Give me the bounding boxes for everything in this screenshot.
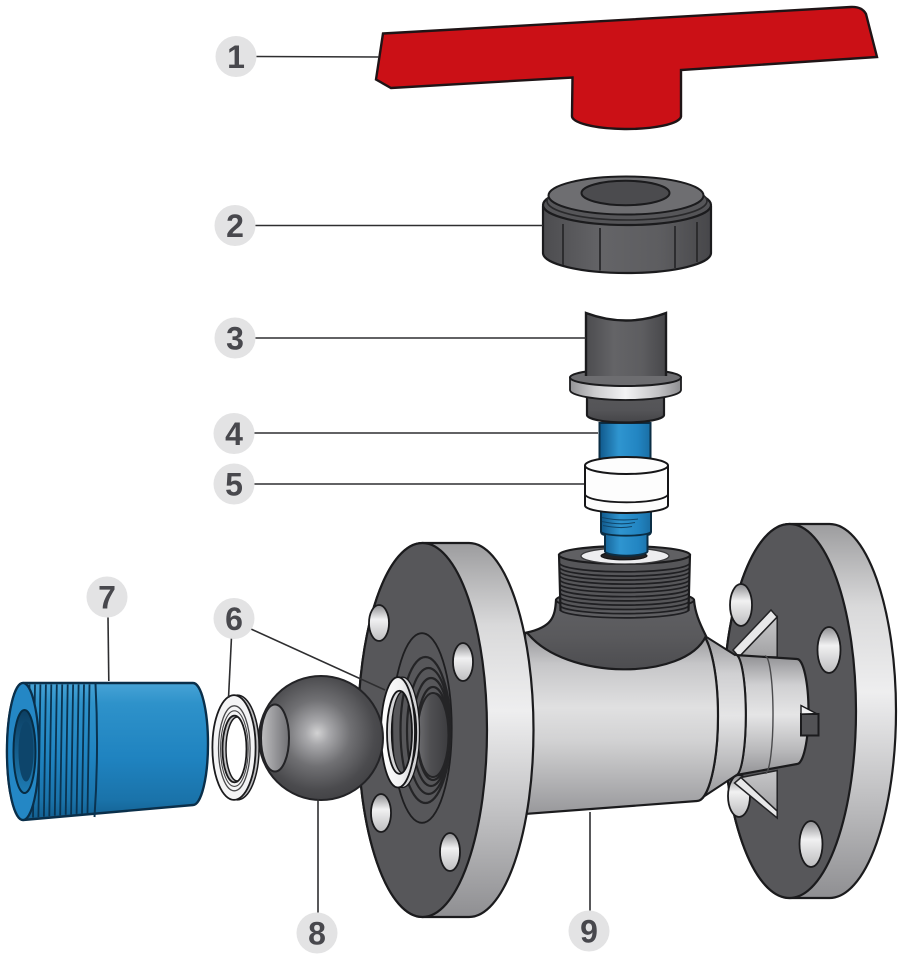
svg-text:6: 6	[225, 601, 243, 637]
svg-text:2: 2	[226, 208, 244, 244]
svg-text:3: 3	[226, 321, 244, 357]
svg-text:4: 4	[225, 416, 243, 452]
svg-text:8: 8	[308, 916, 326, 952]
svg-text:1: 1	[227, 39, 245, 75]
svg-text:7: 7	[98, 580, 116, 616]
svg-text:5: 5	[225, 467, 243, 503]
svg-text:9: 9	[580, 914, 598, 950]
